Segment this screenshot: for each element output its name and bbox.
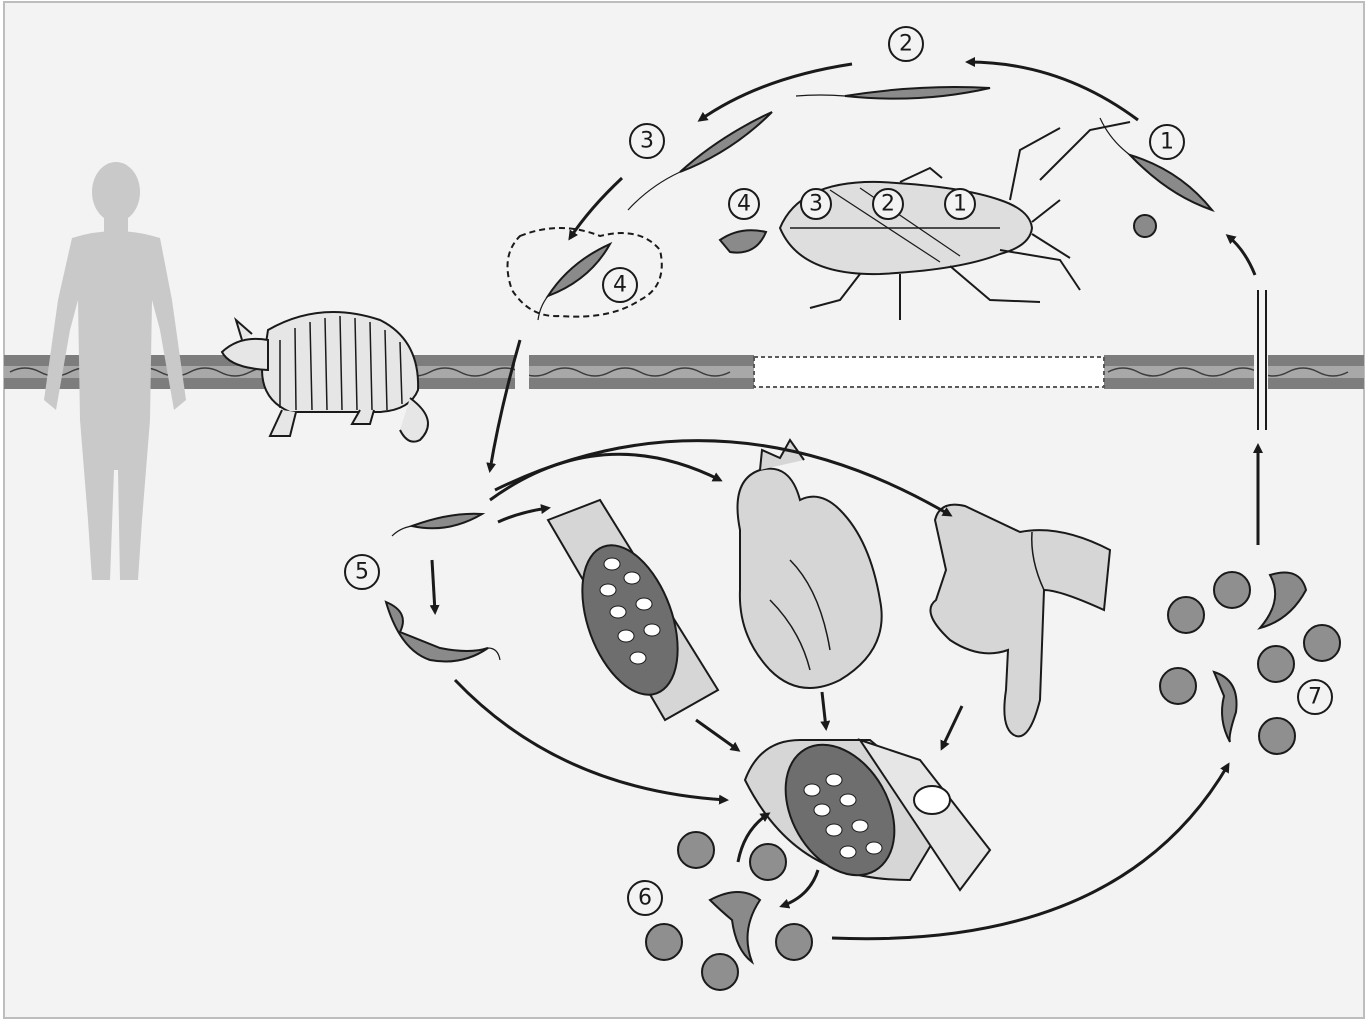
top-label-3-text: 3 bbox=[640, 129, 654, 154]
bug-label-3-text: 3 bbox=[809, 192, 823, 217]
bug-label-4: 4 bbox=[729, 189, 759, 219]
stage-label-6: 6 bbox=[628, 881, 662, 915]
bug-label-2-text: 2 bbox=[881, 192, 895, 217]
top-label-4-text: 4 bbox=[613, 273, 627, 298]
bug-label-1-text: 1 bbox=[953, 192, 967, 217]
top-label-2-text: 2 bbox=[899, 32, 913, 57]
top-label-1: 1 bbox=[1150, 125, 1184, 159]
stage-label-5-text: 5 bbox=[355, 560, 369, 585]
top-label-1-text: 1 bbox=[1160, 130, 1174, 155]
top-label-2: 2 bbox=[889, 27, 923, 61]
stage-label-7: 7 bbox=[1298, 680, 1332, 714]
bug-label-1: 1 bbox=[945, 189, 975, 219]
bug-label-3: 3 bbox=[801, 189, 831, 219]
stage-label-6-text: 6 bbox=[638, 886, 652, 911]
top-label-3: 3 bbox=[630, 124, 664, 158]
stage-label-7-text: 7 bbox=[1308, 685, 1322, 710]
stage-label-5: 5 bbox=[345, 555, 379, 589]
bug-label-4-text: 4 bbox=[737, 192, 751, 217]
top-label-4: 4 bbox=[603, 268, 637, 302]
bug-label-2: 2 bbox=[873, 189, 903, 219]
